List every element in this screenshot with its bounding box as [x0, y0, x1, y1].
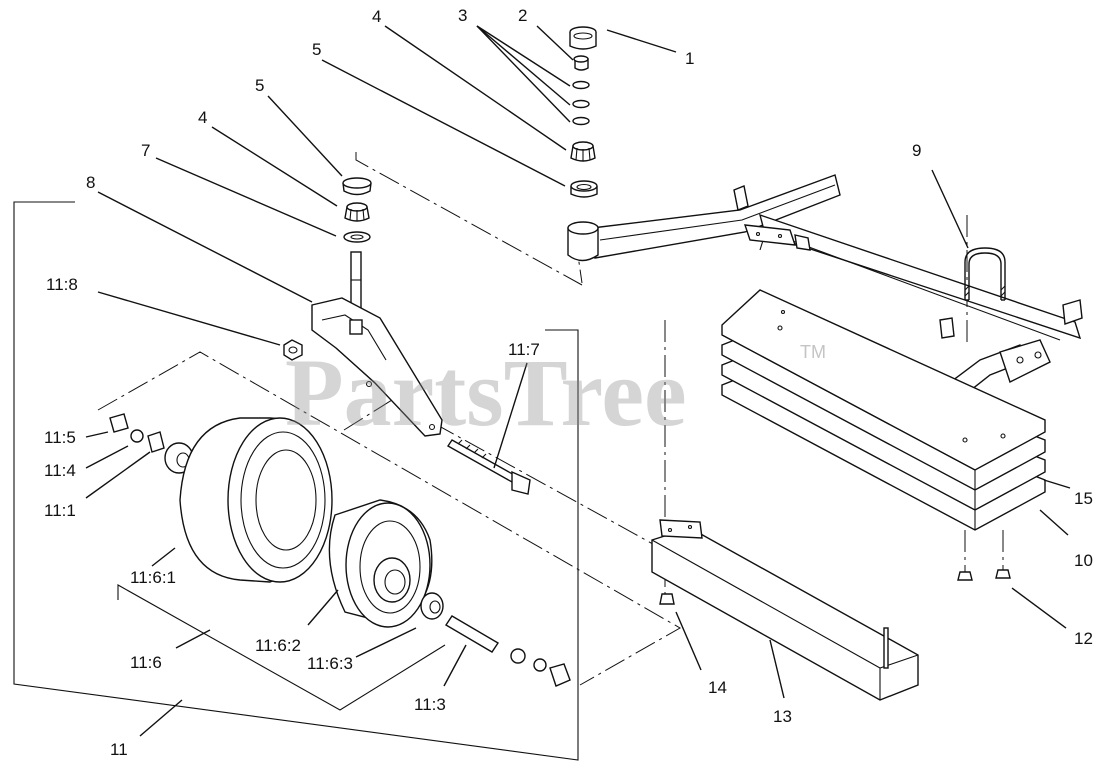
caster-fork-stack — [311, 177, 443, 437]
callout-11-6-1: 11:6:1 — [130, 568, 176, 587]
callout-5: 5 — [312, 40, 321, 59]
wheel-hardware-right — [445, 615, 571, 687]
weight-block-part — [651, 519, 919, 701]
dust-cap-part — [569, 26, 597, 50]
caster-fork-part — [311, 251, 443, 437]
washer-part — [572, 116, 590, 126]
hex-nut-part — [283, 339, 303, 361]
callout-10: 10 — [1074, 551, 1093, 570]
callout-11-6-3: 11:6:3 — [307, 654, 353, 673]
bearing-cup-part — [342, 177, 372, 196]
callout-4: 4 — [198, 108, 207, 127]
callout-15: 15 — [1074, 489, 1093, 508]
bearing-cup-part — [570, 180, 598, 198]
washer-part — [572, 80, 590, 90]
callout-11-5: 11:5 — [44, 428, 76, 447]
pivot-stack — [569, 26, 598, 198]
callout-11-3: 11:3 — [414, 695, 446, 714]
watermark-trademark: TM — [800, 342, 826, 362]
seal-washer-part — [343, 231, 371, 243]
flange-nuts-part — [957, 569, 1011, 581]
u-bolt-part — [964, 247, 1006, 301]
callout-labels: 1 2 3 4 5 5 4 7 8 11:8 11:7 11:5 11:4 11… — [44, 6, 1093, 759]
callout-8: 8 — [86, 173, 95, 192]
tapered-bearing-part — [570, 141, 596, 162]
callout-11-6: 11:6 — [130, 653, 162, 672]
callout-9: 9 — [912, 141, 921, 160]
bracket-nut-part — [659, 593, 675, 605]
callout-11-4: 11:4 — [44, 461, 76, 480]
axle-bolt-part — [446, 439, 531, 495]
wheel-hardware-left — [109, 413, 194, 474]
wheel-spacer-part — [420, 592, 444, 620]
lock-nut-part — [573, 55, 589, 71]
callout-2: 2 — [518, 6, 527, 25]
weight-plates-part — [721, 289, 1046, 572]
callout-4: 4 — [372, 7, 381, 26]
callout-3: 3 — [458, 6, 467, 25]
callout-14: 14 — [708, 678, 727, 697]
wheel-hub-part — [328, 499, 433, 628]
callout-12: 12 — [1074, 629, 1093, 648]
callout-leader-lines — [85, 25, 1071, 737]
callout-11-7: 11:7 — [508, 340, 540, 359]
tapered-bearing-part — [344, 202, 370, 222]
callout-11-6-2: 11:6:2 — [255, 636, 301, 655]
callout-7: 7 — [141, 141, 150, 160]
callout-13: 13 — [773, 707, 792, 726]
callout-11-1: 11:1 — [44, 501, 76, 520]
washer-part — [572, 99, 590, 109]
callout-5: 5 — [255, 76, 264, 95]
watermark-text: PartsTree — [285, 339, 687, 446]
caster-wheel-part — [179, 417, 333, 583]
callout-11-8: 11:8 — [46, 275, 78, 294]
callout-11: 11 — [110, 740, 128, 759]
callout-1: 1 — [685, 49, 694, 68]
